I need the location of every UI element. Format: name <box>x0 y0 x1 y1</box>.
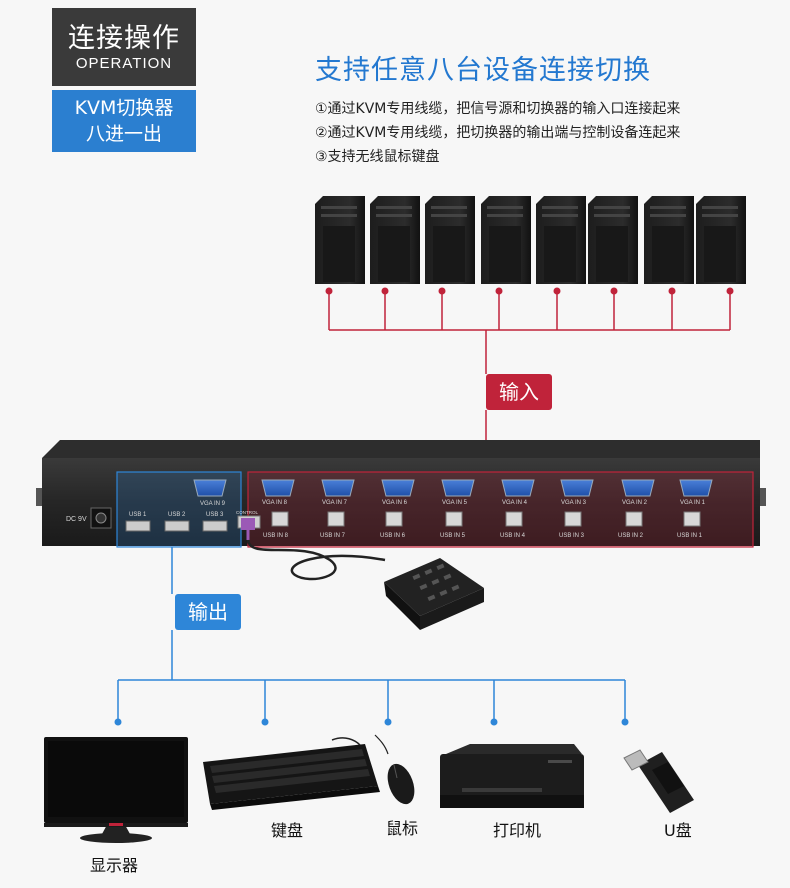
pc-tower-icon <box>536 196 586 284</box>
input-tag: 输入 <box>486 374 552 410</box>
vga-in-label: VGA IN 1 <box>680 500 706 506</box>
output-tag: 输出 <box>175 594 241 630</box>
usb-port-icon <box>126 521 150 531</box>
monitor-label: 显示器 <box>90 852 138 876</box>
printer-icon <box>440 744 584 808</box>
input-dots <box>326 288 734 295</box>
pc-tower-icon <box>644 196 694 284</box>
pc-tower-icon <box>315 196 365 284</box>
usb-out-label: USB 3 <box>206 512 224 518</box>
usb-in-label: USB IN 6 <box>380 533 406 539</box>
udisk-label: U盘 <box>664 817 692 841</box>
vga-in-label: VGA IN 7 <box>322 500 348 506</box>
pc-tower-icon <box>370 196 420 284</box>
output-dots <box>115 719 629 726</box>
kvm-switch <box>36 440 766 547</box>
wired-remote <box>248 540 484 630</box>
pc-tower-icon <box>481 196 531 284</box>
control-plug-icon <box>241 518 255 530</box>
usb-out-label: USB 2 <box>168 512 186 518</box>
pc-towers <box>315 196 746 284</box>
usb-port-icon <box>203 521 227 531</box>
usb-in-label: USB IN 3 <box>559 533 585 539</box>
vga-out-label: VGA IN 9 <box>200 501 226 507</box>
usb-in-label: USB IN 8 <box>263 533 289 539</box>
mouse-icon <box>375 735 419 808</box>
keyboard-label: 键盘 <box>271 817 303 841</box>
printer-label: 打印机 <box>493 817 541 841</box>
vga-in-label: VGA IN 4 <box>502 500 528 506</box>
usb-in-label: USB IN 1 <box>677 533 703 539</box>
control-label: CONTROL <box>236 510 258 515</box>
usb-drive-icon <box>624 750 694 813</box>
output-connectors <box>118 547 625 720</box>
pc-tower-icon <box>696 196 746 284</box>
pc-tower-icon <box>588 196 638 284</box>
usb-in-label: USB IN 5 <box>440 533 466 539</box>
mouse-label: 鼠标 <box>386 815 418 839</box>
vga-in-label: VGA IN 3 <box>561 500 587 506</box>
vga-in-label: VGA IN 5 <box>442 500 468 506</box>
pc-tower-icon <box>425 196 475 284</box>
vga-in-label: VGA IN 2 <box>622 500 648 506</box>
vga-in-label: VGA IN 6 <box>382 500 408 506</box>
vga-in-label: VGA IN 8 <box>262 500 288 506</box>
usb-out-label: USB 1 <box>129 512 147 518</box>
usb-port-icon <box>165 521 189 531</box>
keyboard-icon <box>203 738 380 810</box>
monitor-icon <box>44 737 188 843</box>
dc-label: DC 9V <box>66 516 87 523</box>
usb-in-label: USB IN 4 <box>500 533 526 539</box>
usb-in-label: USB IN 2 <box>618 533 644 539</box>
usb-in-label: USB IN 7 <box>320 533 346 539</box>
vga-port-icon <box>194 480 226 496</box>
